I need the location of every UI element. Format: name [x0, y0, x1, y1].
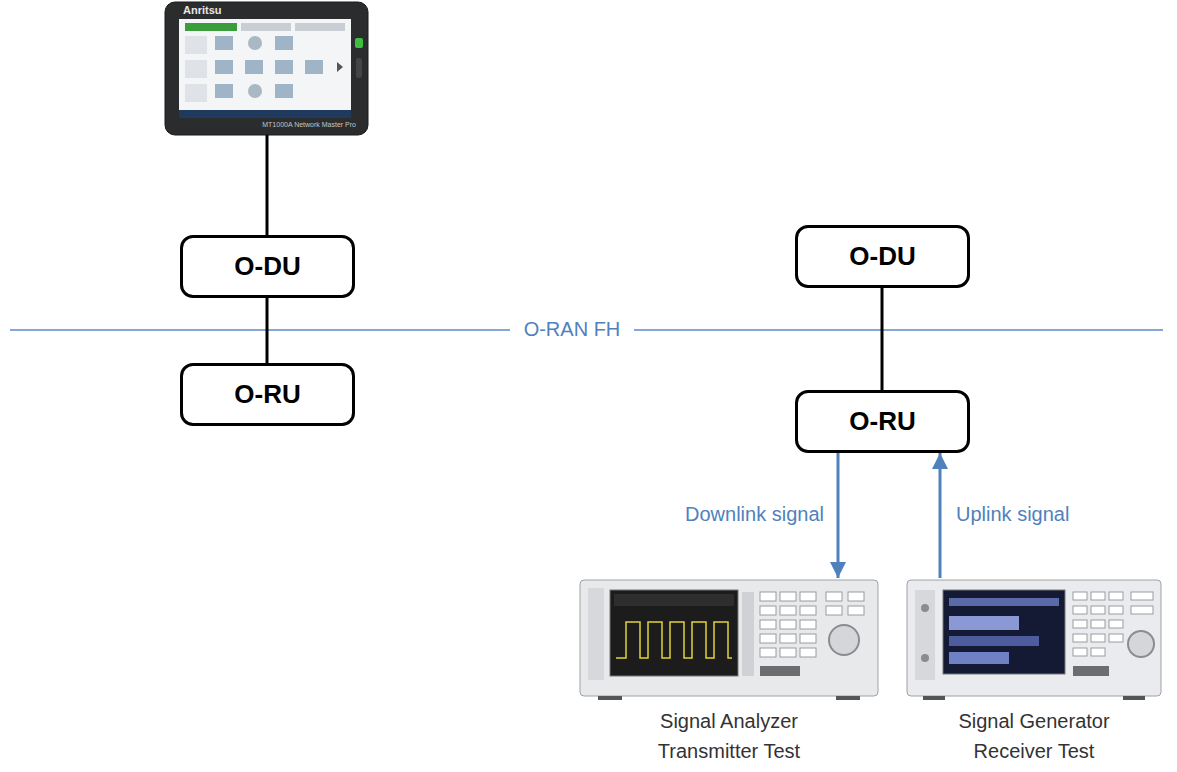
- du-box: O-DU: [795, 225, 970, 288]
- node-label: O-DU: [234, 251, 300, 282]
- signal-arrow: [837, 453, 840, 578]
- node-label: O-DU: [849, 241, 915, 272]
- model-name: MT1000A Network Master Pro: [262, 121, 356, 128]
- link-line: [266, 298, 269, 363]
- instrument-image-area: [905, 578, 1163, 706]
- analyzer-instrument: Signal Analyzer Transmitter Test: [578, 578, 880, 766]
- brand-logo: Anritsu: [183, 4, 222, 16]
- link-line: [881, 288, 884, 390]
- ru-box: O-RU: [180, 363, 355, 426]
- ru-box: O-RU: [795, 390, 970, 453]
- node-label: O-RU: [849, 406, 915, 437]
- tablet-tester: [165, 2, 368, 135]
- tester-tablet: AnritsuMT1000A Network Master Pro: [165, 2, 368, 135]
- signal-label: Uplink signal: [954, 503, 1071, 526]
- du-box: O-DU: [180, 235, 355, 298]
- signal-generator: [907, 580, 1161, 700]
- signal-arrow: [939, 453, 942, 578]
- signal-analyzer: [580, 580, 878, 700]
- interface-label: O-RAN FH: [510, 318, 635, 341]
- link-line: [266, 135, 269, 235]
- instrument-image-area: [578, 578, 880, 706]
- generator-instrument: Signal Generator Receiver Test: [905, 578, 1163, 766]
- node-label: O-RU: [234, 379, 300, 410]
- instrument-caption: Signal Analyzer Transmitter Test: [639, 706, 819, 766]
- signal-label: Downlink signal: [683, 503, 826, 526]
- instrument-caption: Signal Generator Receiver Test: [944, 706, 1124, 766]
